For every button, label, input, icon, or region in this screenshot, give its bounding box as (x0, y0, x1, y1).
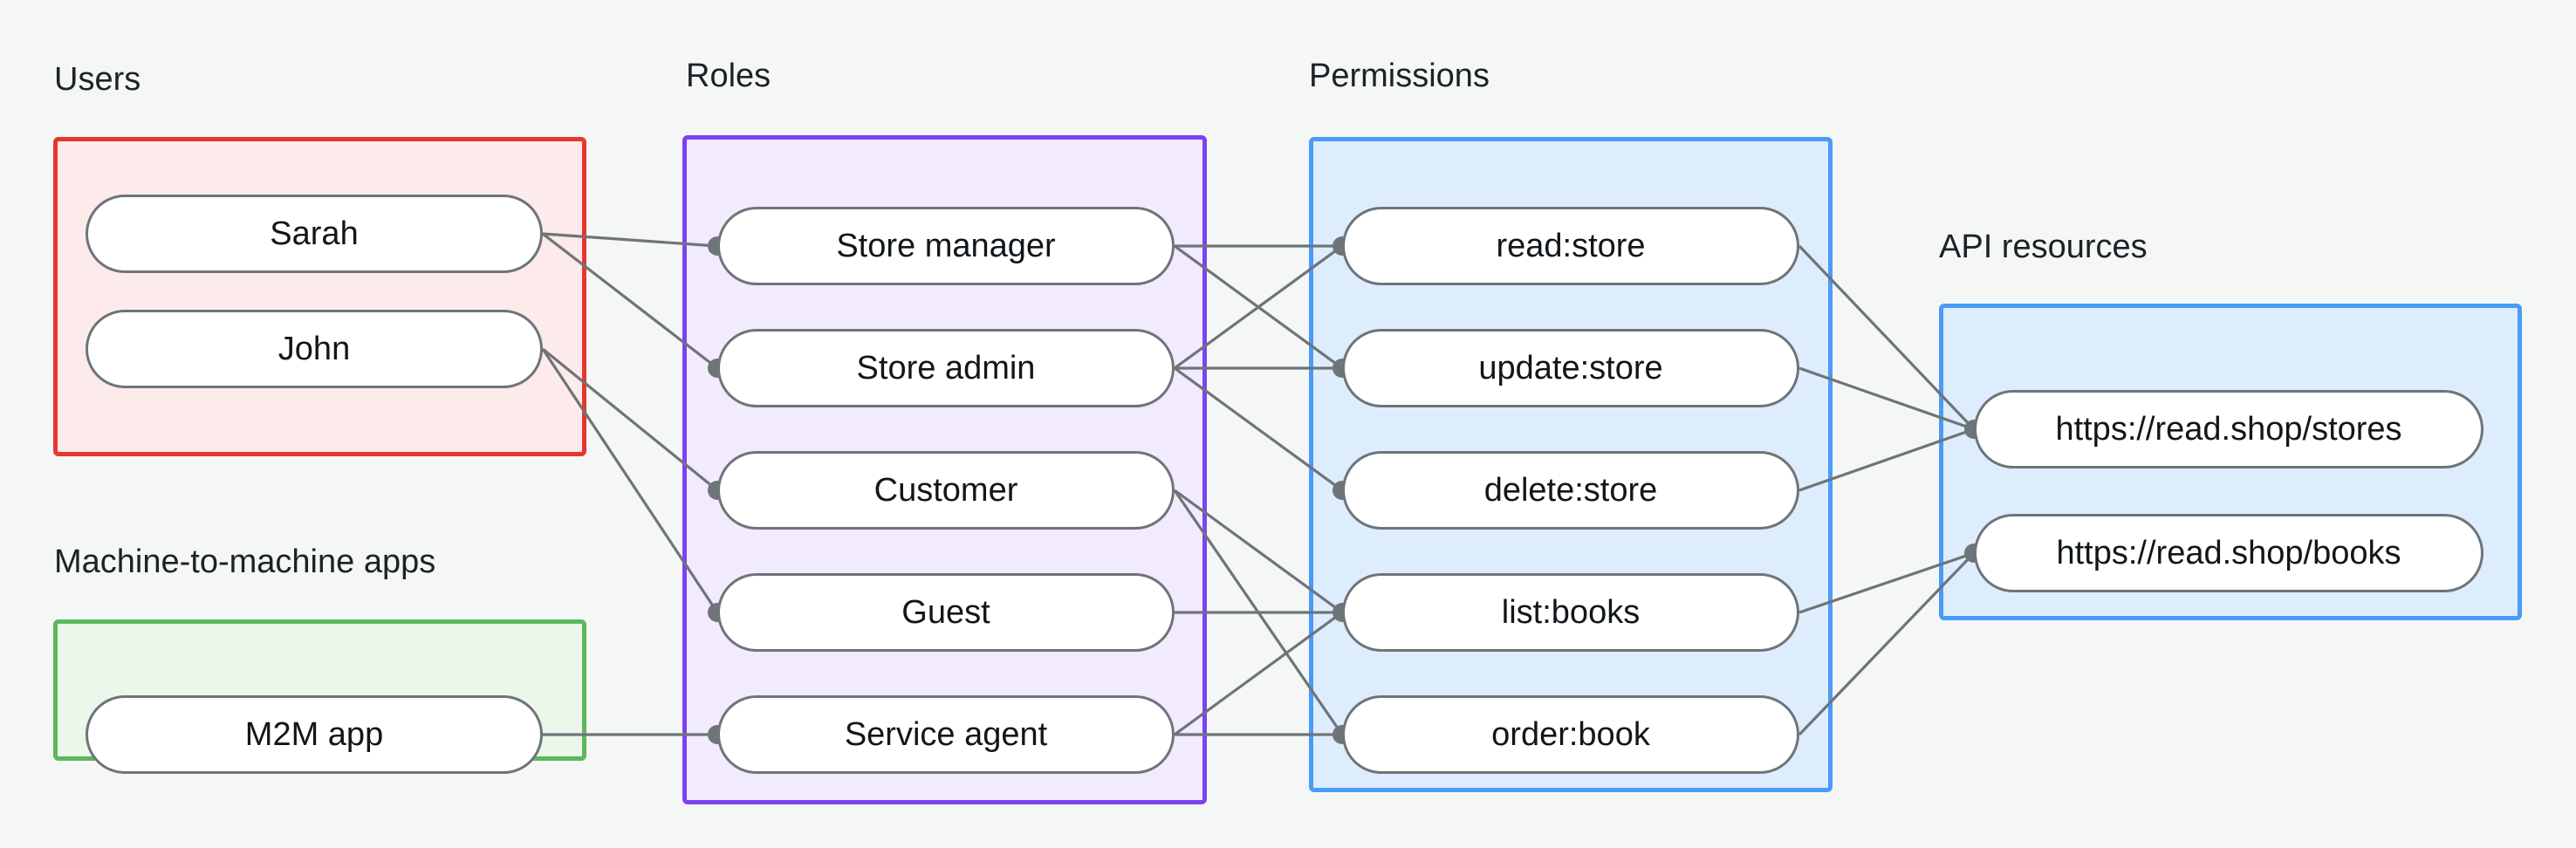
node-service-agent[interactable]: Service agent (717, 695, 1175, 774)
node-john[interactable]: John (86, 310, 543, 388)
node-store-admin[interactable]: Store admin (717, 329, 1175, 407)
node-api-resource-stores[interactable]: https://read.shop/stores (1974, 390, 2484, 468)
node-list-books[interactable]: list:books (1342, 573, 1799, 652)
group-label-permissions: Permissions (1309, 58, 1490, 94)
node-read-store[interactable]: read:store (1342, 207, 1799, 285)
node-order-book[interactable]: order:book (1342, 695, 1799, 774)
group-label-api-resources: API resources (1939, 229, 2148, 265)
group-label-users: Users (54, 61, 141, 98)
group-label-machine-to-machine-apps: Machine-to-machine apps (54, 544, 436, 580)
node-m2m-app[interactable]: M2M app (86, 695, 543, 774)
node-api-resource-books[interactable]: https://read.shop/books (1974, 514, 2484, 592)
node-update-store[interactable]: update:store (1342, 329, 1799, 407)
group-label-roles: Roles (686, 58, 771, 94)
node-sarah[interactable]: Sarah (86, 195, 543, 273)
node-customer[interactable]: Customer (717, 451, 1175, 530)
node-guest[interactable]: Guest (717, 573, 1175, 652)
node-delete-store[interactable]: delete:store (1342, 451, 1799, 530)
group-users (53, 137, 586, 456)
node-store-manager[interactable]: Store manager (717, 207, 1175, 285)
